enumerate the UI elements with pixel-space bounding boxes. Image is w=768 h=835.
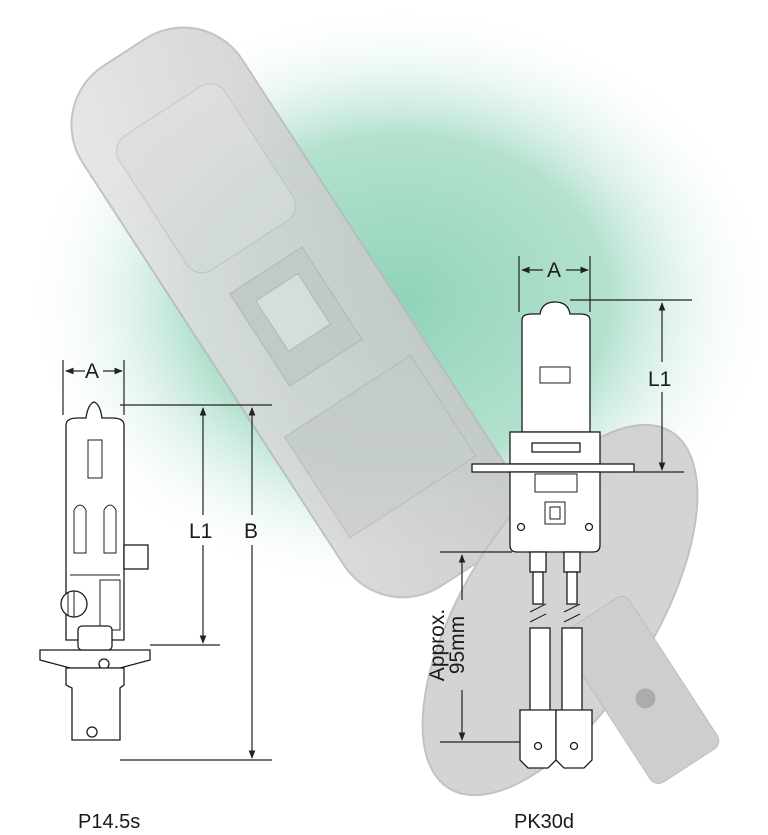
p14-l1-label: L1 bbox=[189, 520, 212, 543]
pk30-dimensions bbox=[440, 256, 692, 743]
pk30-l1-label: L1 bbox=[648, 368, 671, 391]
p14-width-label: A bbox=[85, 360, 99, 383]
pk30-approx-label: Approx. bbox=[426, 609, 449, 681]
p14-caption: P14.5s bbox=[78, 811, 140, 833]
p14-dimensions bbox=[62, 360, 272, 761]
pk30-mm-label: 95mm bbox=[446, 616, 469, 674]
bulb-photo bbox=[70, 26, 720, 797]
pk30-length-label: Approx. 95mm bbox=[426, 609, 469, 681]
pk30-width-label: A bbox=[547, 259, 561, 282]
pk30-caption: PK30d bbox=[514, 811, 574, 833]
pk30-bulb-drawing bbox=[471, 301, 635, 769]
p14-b-label: B bbox=[244, 520, 258, 543]
p14-bulb-drawing bbox=[39, 401, 151, 741]
